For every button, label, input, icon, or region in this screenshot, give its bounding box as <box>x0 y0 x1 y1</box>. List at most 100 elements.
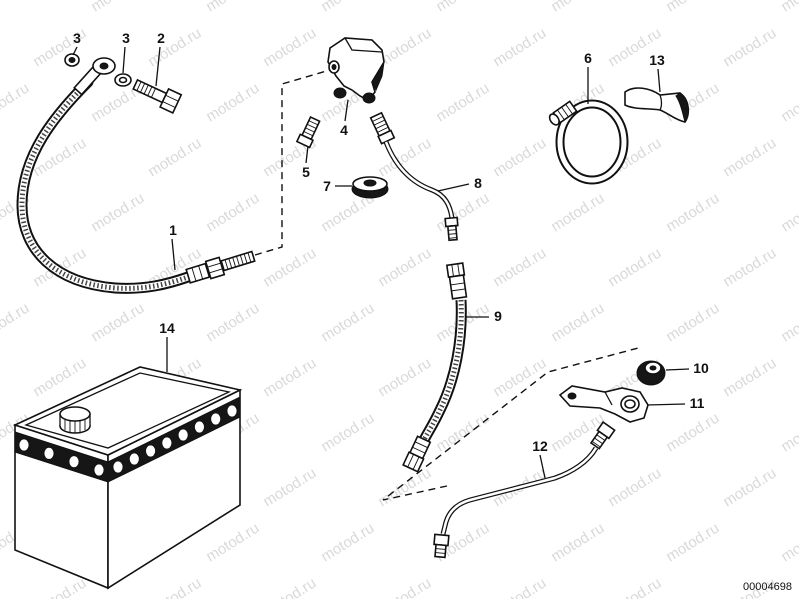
watermark-text: motod.ru <box>720 465 779 511</box>
watermark-text: motod.ru <box>145 135 204 181</box>
leader-line <box>305 145 309 164</box>
callout-13: 13 <box>649 52 665 68</box>
pipe12-top-fitting <box>589 421 616 450</box>
callout-5: 5 <box>302 164 310 180</box>
hose9-top-fitting <box>445 262 468 300</box>
pipe-body <box>384 141 454 219</box>
thread-lines <box>303 120 319 137</box>
cap-edge <box>659 94 663 111</box>
watermark-text: motod.ru <box>663 520 722 566</box>
watermark-text: motod.ru <box>663 410 722 456</box>
brake-pipe-8 <box>369 111 459 242</box>
callout-4: 4 <box>340 122 348 138</box>
leader-line <box>171 238 176 271</box>
watermark-text: motod.ru <box>88 300 147 346</box>
battery-cell-marker <box>112 460 124 474</box>
washer-3a <box>64 53 80 67</box>
watermark-text: motod.ru <box>203 0 262 15</box>
brake-pipe-12 <box>433 421 616 559</box>
watermark-text: motod.ru <box>88 190 147 236</box>
hex-edge <box>457 263 460 276</box>
banjo-bolt-2 <box>132 78 183 115</box>
watermark-text: motod.ru <box>203 520 262 566</box>
watermark-text: motod.ru <box>663 300 722 346</box>
watermark-text: motod.ru <box>318 0 377 15</box>
watermark-text: motod.ru <box>720 355 779 401</box>
cap-body <box>624 87 690 123</box>
leader-line <box>122 46 126 74</box>
watermark-text: motod.ru <box>375 245 434 291</box>
banjo-fitting <box>92 57 116 75</box>
battery-cell-marker <box>128 452 140 466</box>
fitting-thread <box>589 430 609 450</box>
watermark-text: motod.ru <box>0 80 32 126</box>
brake-hose-9 <box>402 262 468 473</box>
leader-line <box>539 454 546 479</box>
watermark-text: motod.ru <box>318 300 377 346</box>
cap-ribs <box>64 416 86 433</box>
watermark-text: motod.ru <box>490 25 549 71</box>
battery-cell-marker <box>43 446 55 460</box>
brake-distributor-4 <box>327 37 385 104</box>
watermark-text: motod.ru <box>663 190 722 236</box>
watermark-text: motod.ru <box>433 0 492 15</box>
block-port-lower-left <box>333 87 347 99</box>
pipe-top-fitting <box>369 111 396 145</box>
grommet-7 <box>351 176 389 199</box>
battery-cell-marker <box>18 438 30 452</box>
assembly-dash-line <box>382 346 643 501</box>
block-ridge <box>344 37 383 53</box>
watermark-text: motod.ru <box>0 300 32 346</box>
battery-cell-marker <box>194 420 205 434</box>
bracket-11 <box>558 385 649 423</box>
battery-cell-marker <box>93 463 105 477</box>
callout-1: 1 <box>169 222 177 238</box>
banjo-hole <box>99 62 109 70</box>
end-hex-nut <box>204 256 226 280</box>
callout-10: 10 <box>693 360 709 376</box>
fitting-ferrule <box>448 274 468 300</box>
leader-line <box>665 368 690 371</box>
fitting-hex <box>377 129 396 145</box>
crimp-line <box>198 265 204 280</box>
watermark-text: motod.ru <box>548 190 607 236</box>
hose9-bottom-fitting <box>402 435 432 473</box>
hex-edge <box>407 454 414 468</box>
callout-11: 11 <box>690 395 705 411</box>
watermark-text: motod.ru <box>548 300 607 346</box>
bolt-head <box>159 87 183 115</box>
callout-12: 12 <box>532 438 548 454</box>
grommet-hole <box>363 179 377 187</box>
battery-14 <box>12 366 243 590</box>
pipe-body <box>441 447 598 535</box>
watermark-text: motod.ru <box>88 0 147 15</box>
leader-line <box>437 183 470 192</box>
block-port-hole <box>331 64 337 70</box>
watermark-text: motod.ru <box>490 135 549 181</box>
watermark-text: motod.ru <box>720 25 779 71</box>
hex-edge <box>412 456 420 470</box>
hex-edge <box>165 94 179 102</box>
bracket-bend <box>604 391 613 406</box>
bracket-ring-hole <box>624 399 636 409</box>
leader-line <box>344 99 349 122</box>
battery-cell-marker <box>145 444 156 458</box>
watermark-text: motod.ru <box>778 190 799 236</box>
watermark-text: motod.ru <box>318 410 377 456</box>
hex-edge <box>162 101 176 108</box>
thread-lines <box>448 229 457 239</box>
hex-edge <box>207 262 221 268</box>
battery-filler-cap <box>59 406 91 434</box>
hose-end-fitting <box>185 250 256 284</box>
washer-3b <box>114 73 132 87</box>
clamp-screw-housing <box>548 100 578 126</box>
watermark-text: motod.ru <box>778 80 799 126</box>
watermark-text: motod.ru <box>778 300 799 346</box>
watermark-text: motod.ru <box>260 575 319 599</box>
housing-slots <box>557 103 573 121</box>
watermark-text: motod.ru <box>260 355 319 401</box>
hose-clamp-6 <box>548 99 629 185</box>
watermark-text: motod.ru <box>203 80 262 126</box>
thread-lines <box>435 548 446 554</box>
